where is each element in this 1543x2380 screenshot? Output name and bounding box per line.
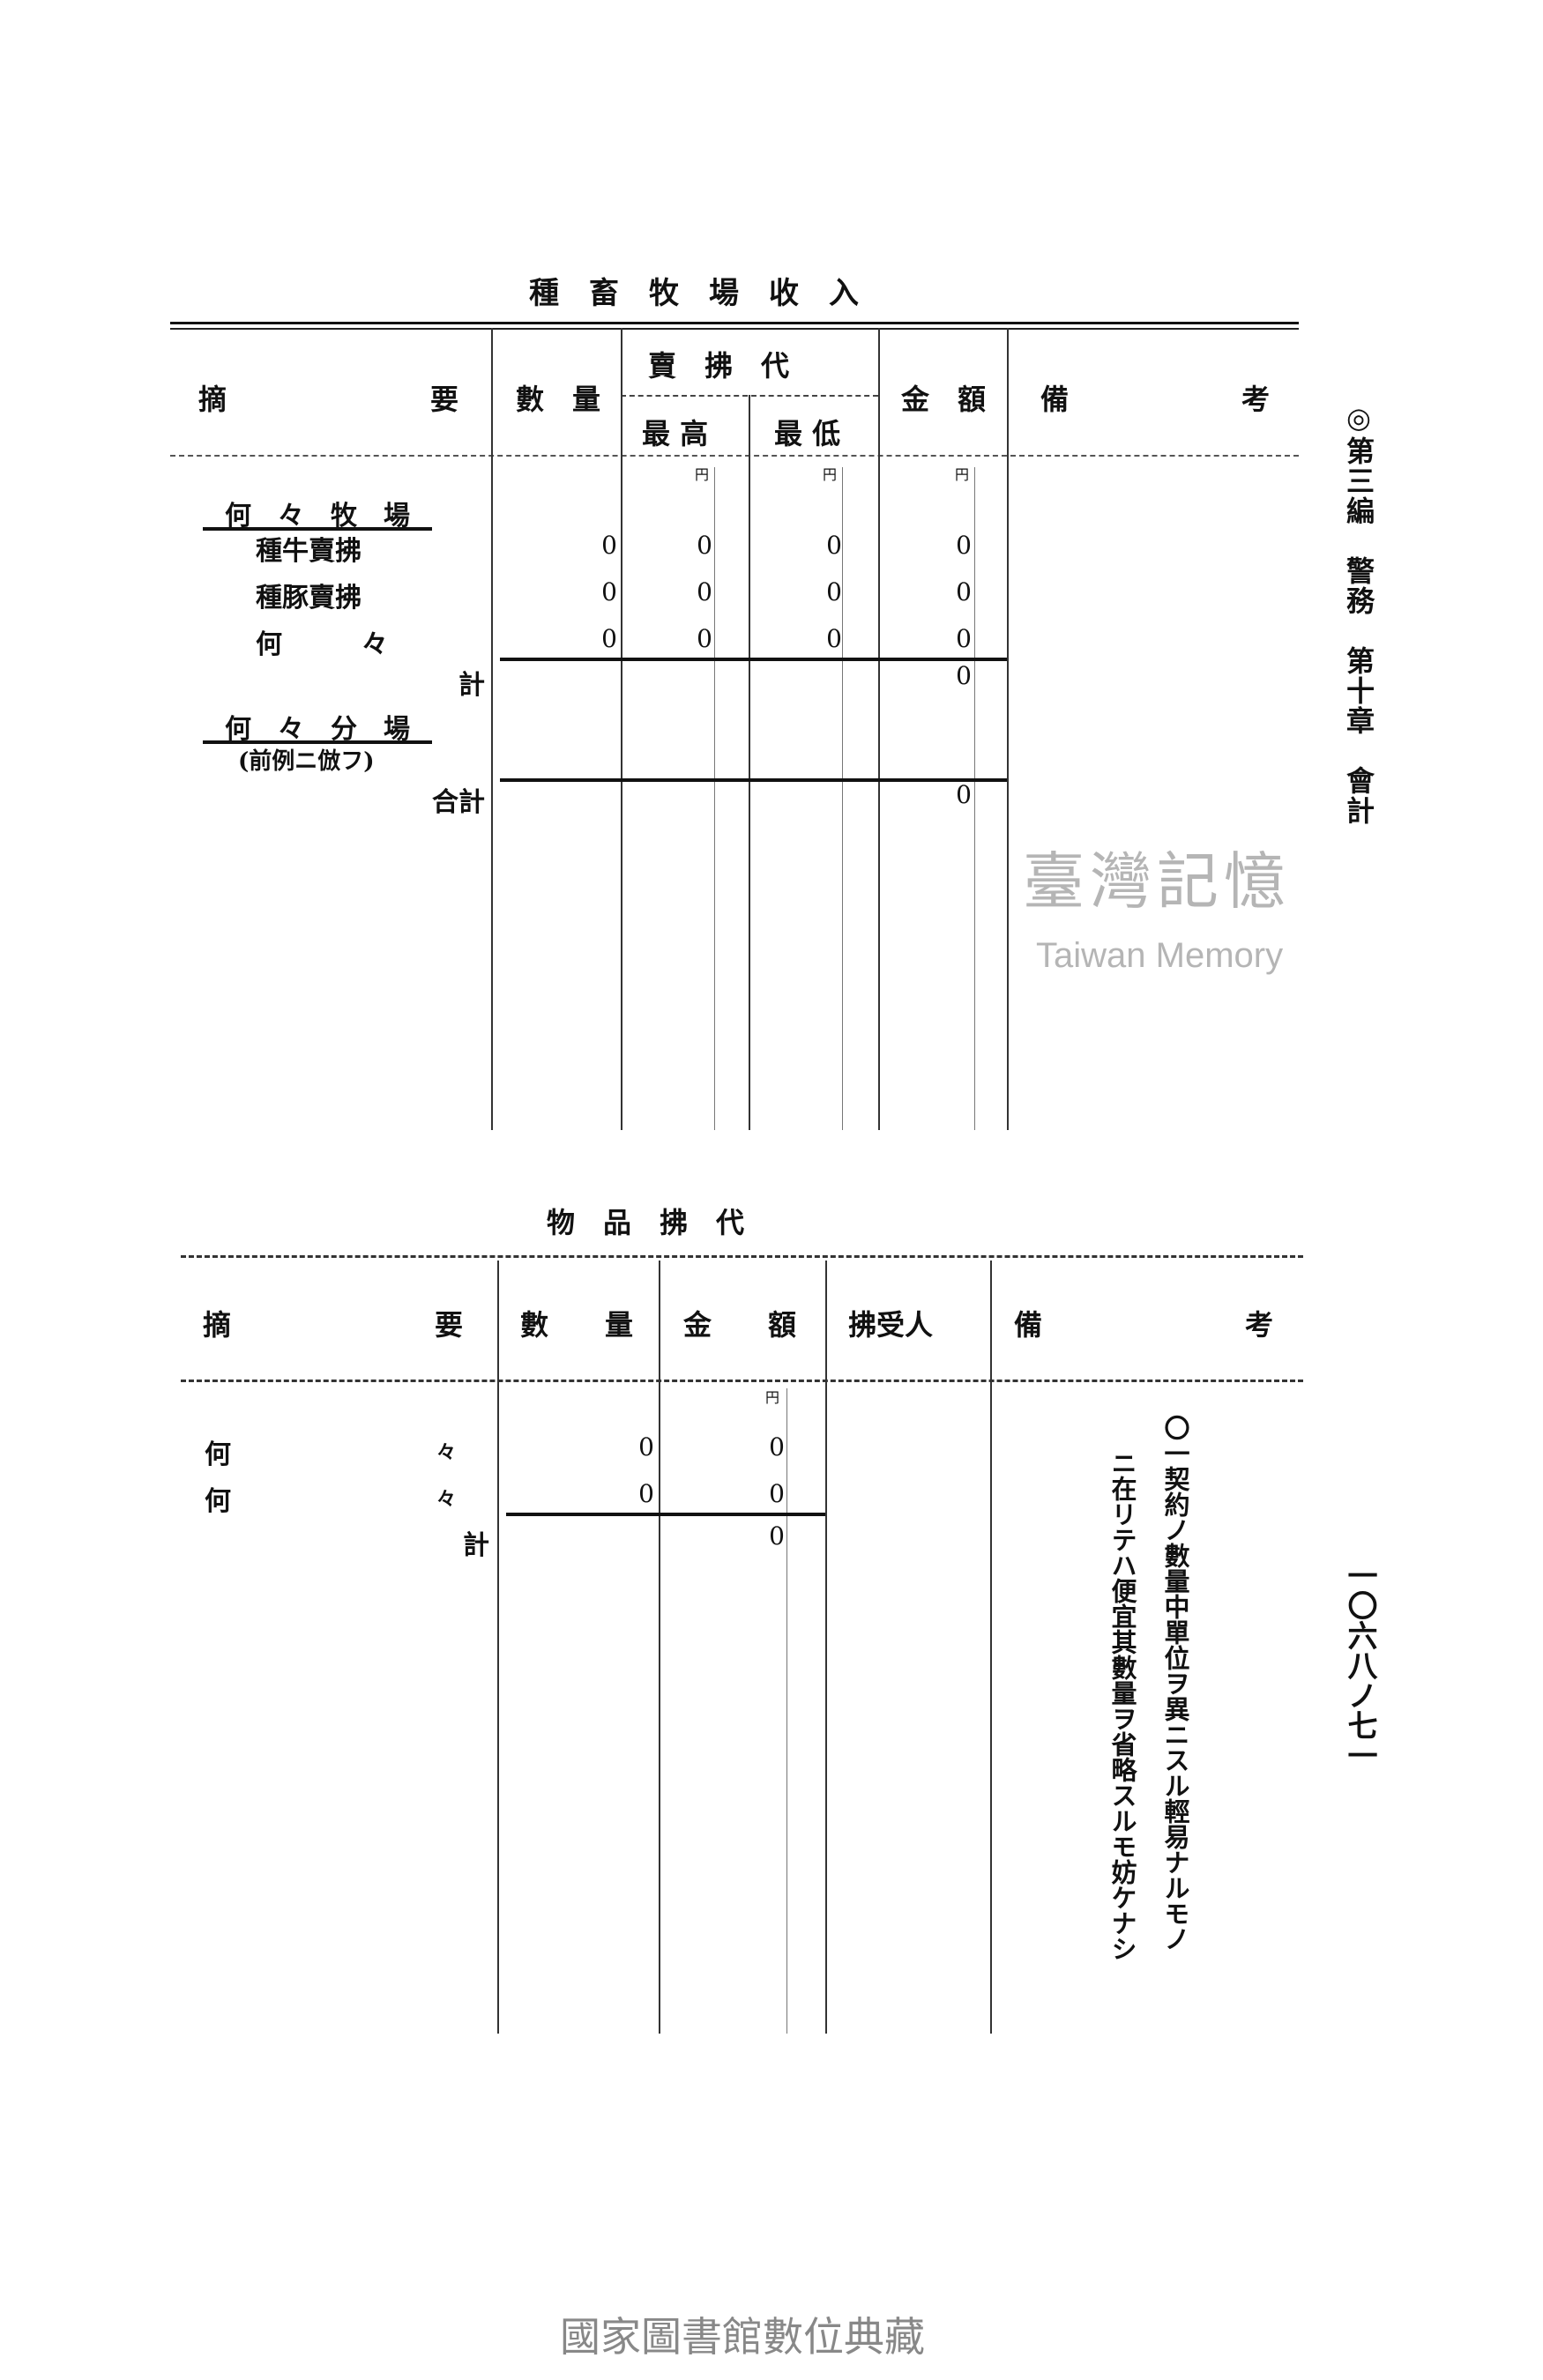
remarks-note-line-1: 〇一契約ノ數量中單位ヲ異ニスル輕易ナルモノ bbox=[1160, 1415, 1190, 1952]
table1-col-divider bbox=[621, 328, 622, 1130]
table2-yen-divider bbox=[786, 1388, 787, 2034]
subtotal-rule bbox=[500, 658, 1007, 661]
section-note: (前例ニ倣フ) bbox=[238, 748, 375, 775]
table1-yen-divider bbox=[974, 467, 975, 1130]
table1-col-divider bbox=[749, 395, 750, 1130]
unit-label: 円 bbox=[823, 466, 838, 483]
total-amount: 0 bbox=[956, 780, 972, 809]
row-label: 種牛賣拂 bbox=[256, 536, 362, 567]
table2-title: 物 品 拂 代 bbox=[547, 1206, 745, 1239]
row-amount: 0 bbox=[769, 1479, 785, 1508]
header-amount: 金 額 bbox=[683, 1308, 797, 1342]
subtotal-label: 計 bbox=[458, 670, 485, 701]
table1-yen-divider bbox=[714, 467, 715, 1130]
row-quantity: 0 bbox=[601, 531, 617, 560]
row-amount: 0 bbox=[956, 531, 972, 560]
header-price-group: 賣 拂 代 bbox=[648, 349, 790, 383]
table2-header-bottom-rule bbox=[181, 1380, 1303, 1382]
table2-col-divider bbox=[497, 1261, 499, 2034]
row-high: 0 bbox=[697, 624, 712, 653]
subtotal-amount: 0 bbox=[769, 1521, 785, 1551]
table1-top-rule-inner bbox=[170, 328, 1299, 330]
header-price-high: 最 高 bbox=[642, 417, 709, 450]
row-low: 0 bbox=[826, 577, 842, 606]
table2-top-rule bbox=[181, 1255, 1303, 1258]
table1-col-divider bbox=[1007, 328, 1009, 1130]
table2-col-divider bbox=[990, 1261, 992, 2034]
row-label: 種豚賣拂 bbox=[256, 583, 362, 614]
table1-top-rule bbox=[170, 322, 1299, 324]
section-underline bbox=[203, 527, 432, 531]
row-quantity: 0 bbox=[638, 1432, 654, 1461]
total-rule bbox=[500, 778, 1007, 782]
section-underline bbox=[203, 740, 432, 744]
row-quantity: 0 bbox=[638, 1479, 654, 1508]
row-high: 0 bbox=[697, 577, 712, 606]
table1-yen-divider bbox=[842, 467, 843, 1130]
header-remarks-right: 考 bbox=[1245, 1308, 1274, 1342]
row-low: 0 bbox=[826, 624, 842, 653]
section-name: 何 々 牧 場 bbox=[225, 501, 410, 532]
row-label: 何 々 bbox=[256, 629, 388, 660]
row-label: 何 bbox=[205, 1439, 231, 1470]
row-amount: 0 bbox=[769, 1432, 785, 1461]
row-amount: 0 bbox=[956, 577, 972, 606]
header-quantity: 數 量 bbox=[520, 1308, 634, 1342]
table1-col-divider bbox=[878, 328, 880, 1130]
header-quantity: 數 量 bbox=[516, 383, 601, 416]
watermark-subtitle: Taiwan Memory bbox=[1036, 936, 1284, 975]
row-label-mark: 々 bbox=[436, 1441, 457, 1464]
unit-label: 円 bbox=[955, 466, 970, 483]
row-amount: 0 bbox=[956, 624, 972, 653]
row-quantity: 0 bbox=[601, 577, 617, 606]
row-label-mark: 々 bbox=[436, 1488, 457, 1511]
header-summary-right: 要 bbox=[435, 1308, 464, 1342]
watermark-logo: 臺灣記憶 bbox=[1023, 845, 1291, 918]
total-label: 合計 bbox=[432, 787, 485, 818]
header-recipient: 拂受人 bbox=[848, 1308, 934, 1342]
margin-header: ◎第三編 警務 第十章 會計 bbox=[1342, 401, 1375, 826]
table2-col-divider bbox=[825, 1261, 827, 2034]
table1-title: 種 畜 牧 場 收 入 bbox=[529, 276, 859, 311]
row-label: 何 bbox=[205, 1486, 231, 1517]
header-summary-left: 摘 bbox=[203, 1308, 232, 1342]
table2-col-divider bbox=[659, 1261, 660, 2034]
subtotal-amount: 0 bbox=[956, 661, 972, 690]
header-summary-right: 要 bbox=[430, 383, 459, 416]
header-remarks-left: 備 bbox=[1014, 1308, 1043, 1342]
unit-label: 円 bbox=[765, 1389, 780, 1406]
page-number: 一〇六八ノ七一 bbox=[1342, 1560, 1377, 1770]
table1-col-divider bbox=[491, 328, 493, 1130]
unit-label: 円 bbox=[695, 466, 710, 483]
footer-archive-label: 國家圖書館數位典藏 bbox=[560, 2313, 925, 2361]
section-name: 何 々 分 場 bbox=[225, 714, 410, 745]
row-high: 0 bbox=[697, 531, 712, 560]
header-price-low: 最 低 bbox=[774, 417, 841, 450]
header-summary-left: 摘 bbox=[198, 383, 227, 416]
header-remarks-left: 備 bbox=[1040, 383, 1070, 416]
row-low: 0 bbox=[826, 531, 842, 560]
subtotal-rule bbox=[506, 1513, 825, 1516]
subtotal-label: 計 bbox=[463, 1530, 489, 1561]
header-amount: 金 額 bbox=[901, 383, 987, 416]
table1-header-bottom-rule bbox=[170, 455, 1299, 457]
row-quantity: 0 bbox=[601, 624, 617, 653]
header-remarks-right: 考 bbox=[1241, 383, 1271, 416]
remarks-note-line-2: ニ在リテハ便宜其數量ヲ省略スルモ妨ケナシ bbox=[1107, 1450, 1137, 1961]
